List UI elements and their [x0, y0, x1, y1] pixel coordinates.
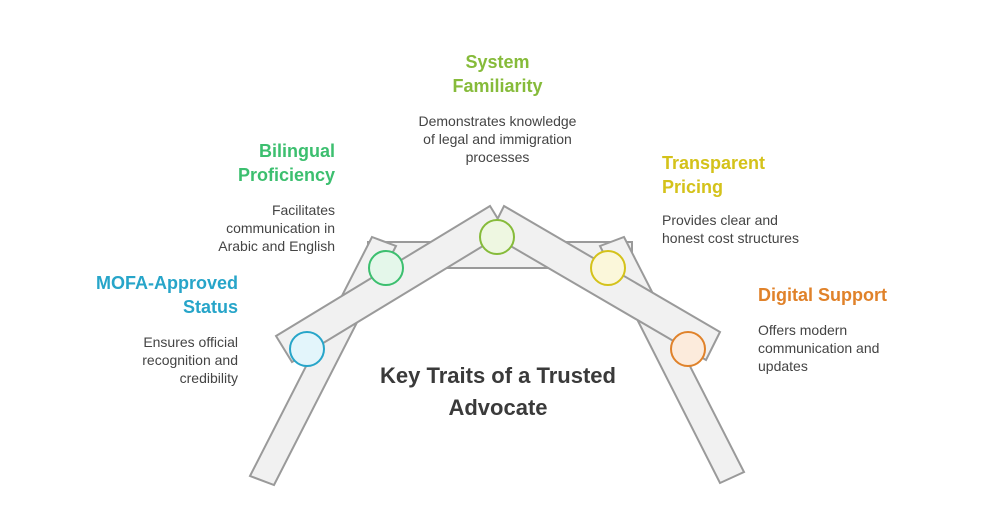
mofa-approved-status-description: Ensures official recognition and credibi…	[142, 334, 238, 386]
mofa-node	[289, 331, 325, 367]
diagram-title: Key Traits of a Trusted Advocate	[380, 363, 616, 420]
bilingual-proficiency-description: Facilitates communication in Arabic and …	[218, 202, 335, 254]
digital-node	[670, 331, 706, 367]
pricing-node	[590, 250, 626, 286]
system-familiarity-title: System Familiarity	[452, 52, 543, 96]
bilingual-proficiency-title: Bilingual Proficiency	[237, 141, 335, 185]
system-node	[479, 219, 515, 255]
system-familiarity-description: Demonstrates knowledge of legal and immi…	[418, 113, 577, 165]
transparent-pricing-title: Transparent Pricing	[662, 153, 766, 197]
transparent-pricing-description: Provides clear and honest cost structure…	[662, 212, 799, 246]
digital-support-title: Digital Support	[758, 285, 887, 305]
mofa-approved-status-title: MOFA-Approved Status	[96, 273, 238, 317]
bilingual-node	[368, 250, 404, 286]
digital-support-description: Offers modern communication and updates	[758, 322, 880, 374]
